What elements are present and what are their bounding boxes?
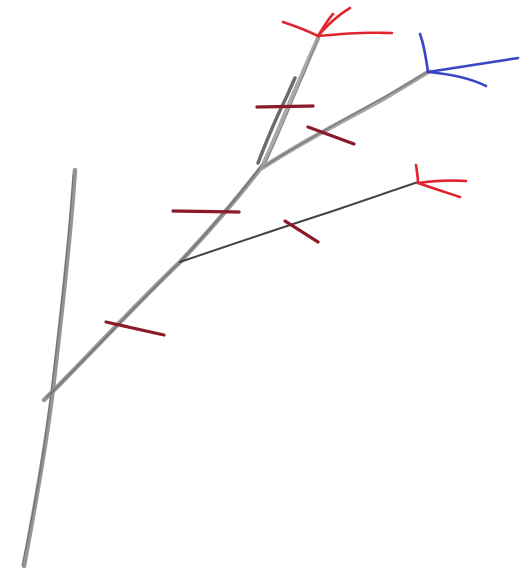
red-tip-lower-stroke-2 (418, 181, 466, 183)
upper-left-line (263, 38, 318, 165)
blue-tip-right (420, 34, 518, 86)
red-tip-top-stroke-2 (318, 8, 350, 36)
main-stem (22, 170, 75, 566)
red-tip-top-stroke-3 (318, 33, 392, 36)
blue-tip-stroke-2 (428, 58, 518, 72)
main-stem-line (24, 170, 75, 566)
diagonal-lower-line (44, 165, 263, 400)
cut-mark-middle (173, 211, 239, 212)
branch-upper-right (262, 70, 430, 168)
red-tip-lower-stroke-3 (418, 183, 460, 197)
red-tip-top-stroke-1 (283, 22, 318, 36)
main-stem-texture (22, 175, 73, 565)
red-tip-lower-stroke-1 (416, 165, 418, 183)
blue-tip-stroke-1 (420, 34, 428, 72)
branch-upper-left (258, 38, 319, 165)
red-tip-lower-right (416, 165, 466, 197)
cut-mark-lower-right-branch (285, 221, 318, 242)
blue-tip-stroke-3 (428, 72, 486, 86)
red-tip-top (283, 8, 392, 36)
branch-main-diagonal (44, 162, 264, 400)
cut-mark-upper-left (257, 106, 313, 107)
red-tip-top-stroke-4 (318, 14, 333, 36)
